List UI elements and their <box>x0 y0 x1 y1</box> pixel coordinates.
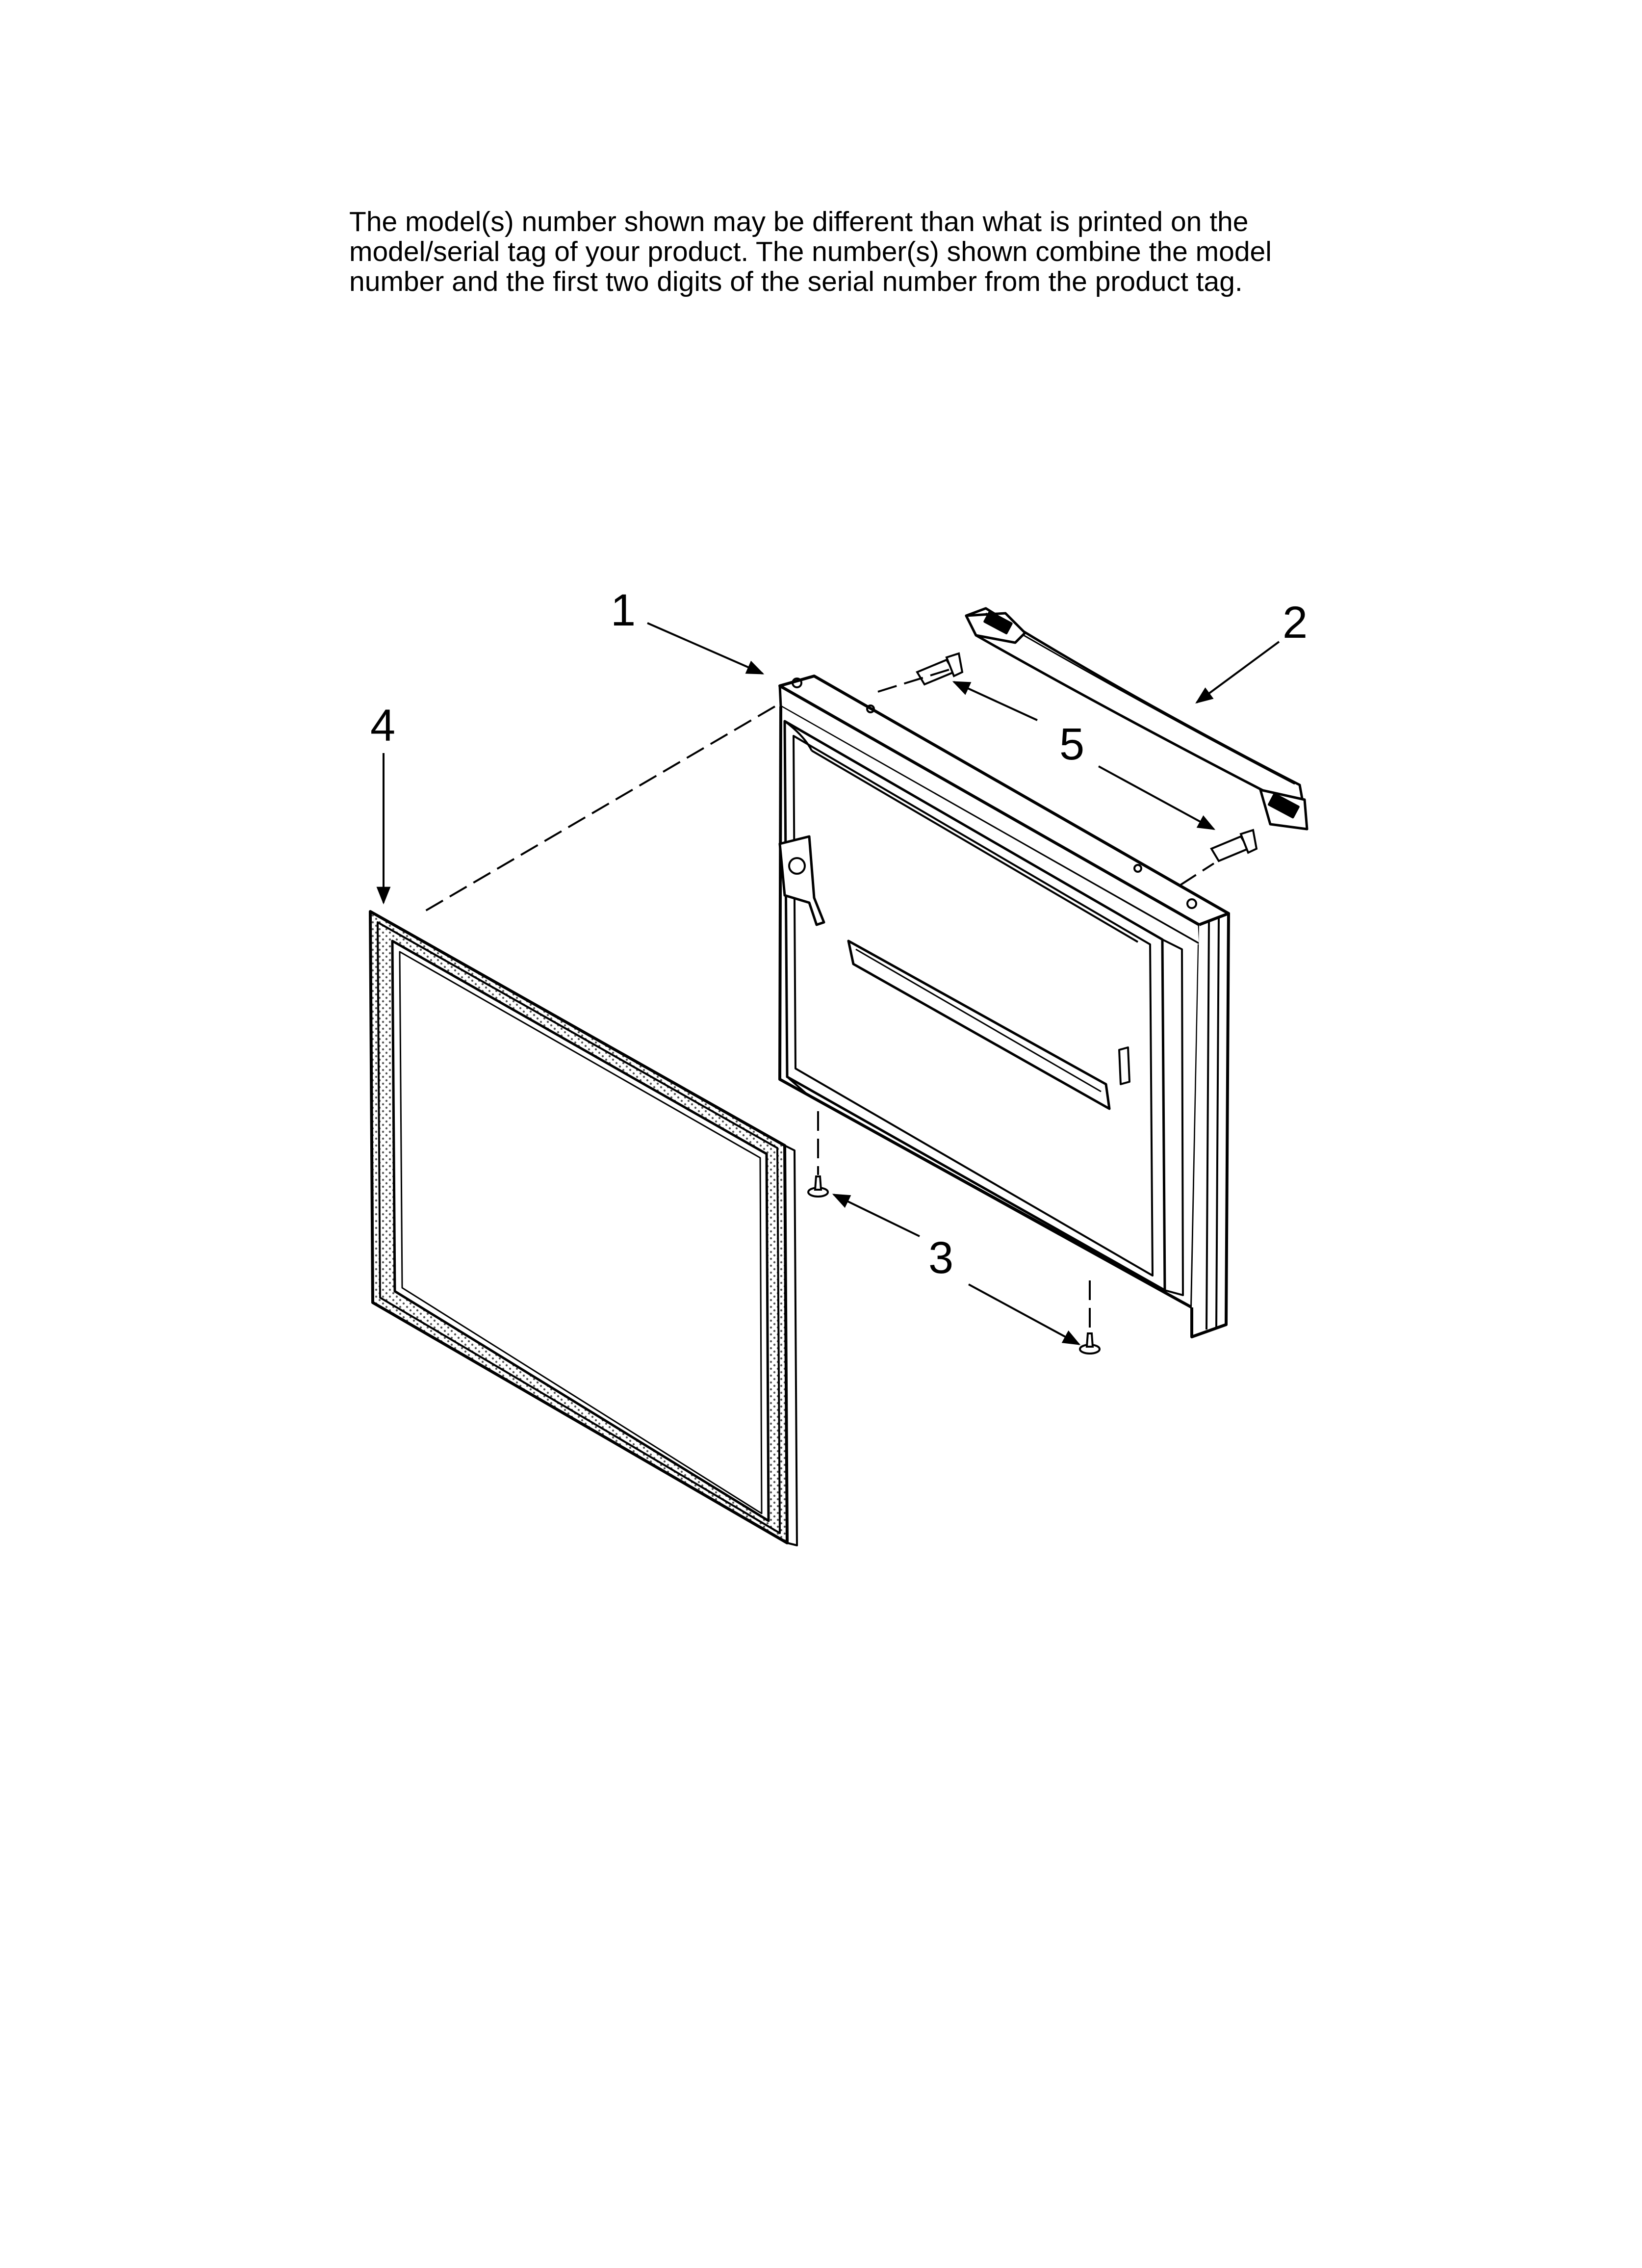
callout-5: 5 <box>1059 719 1084 769</box>
callout-4: 4 <box>370 701 395 751</box>
note-line-3: number and the first two digits of the s… <box>349 266 1243 297</box>
callout-3: 3 <box>928 1233 953 1283</box>
note-line-2: model/serial tag of your product. The nu… <box>349 236 1272 267</box>
callout-labels: 1 2 3 4 5 <box>370 585 1308 1283</box>
door-stops <box>807 1175 1101 1355</box>
door-gasket <box>369 910 798 1546</box>
callout-2: 2 <box>1283 598 1308 648</box>
callout-1: 1 <box>611 585 636 635</box>
note-line-1: The model(s) number shown may be differe… <box>349 206 1249 237</box>
assembly-lines <box>420 669 1215 1332</box>
model-number-note: The model(s) number shown may be differe… <box>349 207 1330 297</box>
callout-arrows <box>376 622 1280 1345</box>
door-handle <box>965 607 1308 831</box>
freezer-door <box>778 675 1230 1338</box>
handle-screws <box>916 652 1258 862</box>
